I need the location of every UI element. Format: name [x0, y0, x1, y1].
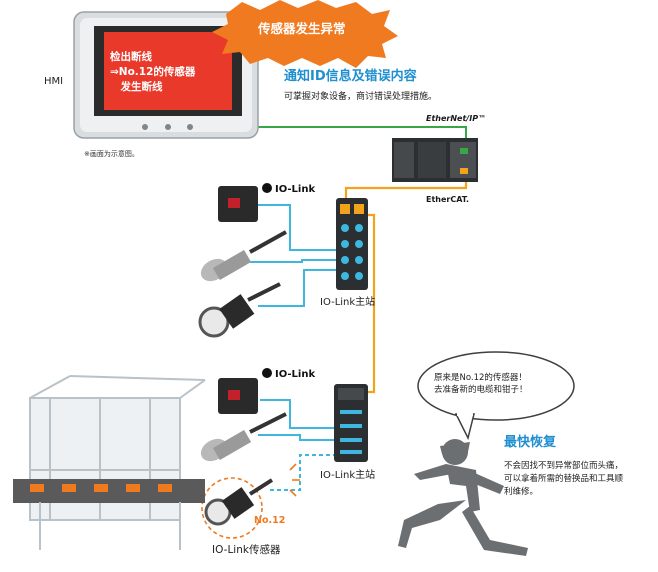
io-link-logo-text: IO-Link: [275, 184, 316, 195]
running-person-silhouette: [398, 439, 528, 556]
io-link-cable-broken: [270, 454, 338, 491]
recovery-title: 最快恢复: [504, 435, 557, 450]
plc-device: [392, 138, 478, 182]
recovery-line: 利维修。: [504, 486, 539, 497]
io-link-cable: [260, 399, 338, 429]
alert-burst-text: 传感器发生异常: [258, 21, 346, 36]
production-machine: [13, 375, 206, 550]
photoelectric-sensor-2: [218, 378, 258, 414]
failed-sensor-no12: [201, 477, 274, 539]
ethercat-logo: EtherCAT.: [426, 195, 470, 204]
speech-bubble: [417, 351, 575, 441]
io-link-master-1-device: [336, 198, 368, 290]
proximity-sensor-1: [200, 230, 287, 282]
speech-bubble-text: 原来是No.12的传感器！ 去准备新的电缆和钳子！: [434, 372, 528, 397]
notify-desc: 可掌握对象设备，商讨错误处理措施。: [284, 92, 438, 102]
ethernet-ip-logo: EtherNet/IP™: [426, 114, 487, 123]
io-link-master-2-label: IO-Link主站: [320, 470, 376, 481]
io-link-master-2-device: [334, 384, 368, 462]
recovery-line: 可以拿着所需的替换品和工具顺: [504, 473, 624, 484]
photoelectric-sensor-1: [218, 186, 258, 222]
hmi-device: [73, 11, 259, 139]
speech-line: 去准备新的电缆和钳子！: [434, 385, 528, 396]
io-link-icon: [262, 368, 272, 378]
proximity-sensor-3: [200, 412, 287, 462]
io-link-cable: [258, 269, 338, 307]
hmi-note: ※画面为示意图。: [84, 150, 139, 158]
speech-line: 原来是No.12的传感器！: [434, 373, 527, 383]
io-link-sensor-caption: IO-Link传感器: [212, 544, 281, 556]
recovery-desc: 不会因找不到异常部位而头痛， 可以拿着所需的替换品和工具顺 利维修。: [504, 460, 623, 498]
break-sparks: [289, 463, 300, 497]
io-link-cable: [258, 204, 338, 251]
io-link-master-1-label: IO-Link主站: [320, 297, 376, 308]
recovery-line: 不会因找不到异常部位而头痛，: [504, 461, 624, 471]
hmi-screen-line: 发生断线: [110, 81, 163, 94]
alert-burst: [212, 0, 398, 68]
io-link-logo-2: IO-Link: [262, 368, 315, 381]
io-link-icon: [262, 183, 272, 193]
io-link-logo-text: IO-Link: [275, 369, 316, 380]
hmi-screen-line: 检出断线: [110, 51, 152, 63]
io-link-cable: [258, 434, 338, 441]
hmi-label: HMI: [44, 76, 64, 87]
proximity-sensor-2: [198, 282, 281, 338]
io-link-cable: [250, 259, 338, 263]
io-link-logo-1: IO-Link: [262, 183, 315, 196]
hmi-screen-line: ⇒No.12的传感器: [110, 66, 196, 79]
hmi-screen-text: 检出断线 ⇒No.12的传感器 发生断线: [110, 50, 195, 96]
sensor-no12-tag: No.12: [254, 515, 286, 526]
notify-title: 通知ID信息及错误内容: [284, 69, 417, 84]
